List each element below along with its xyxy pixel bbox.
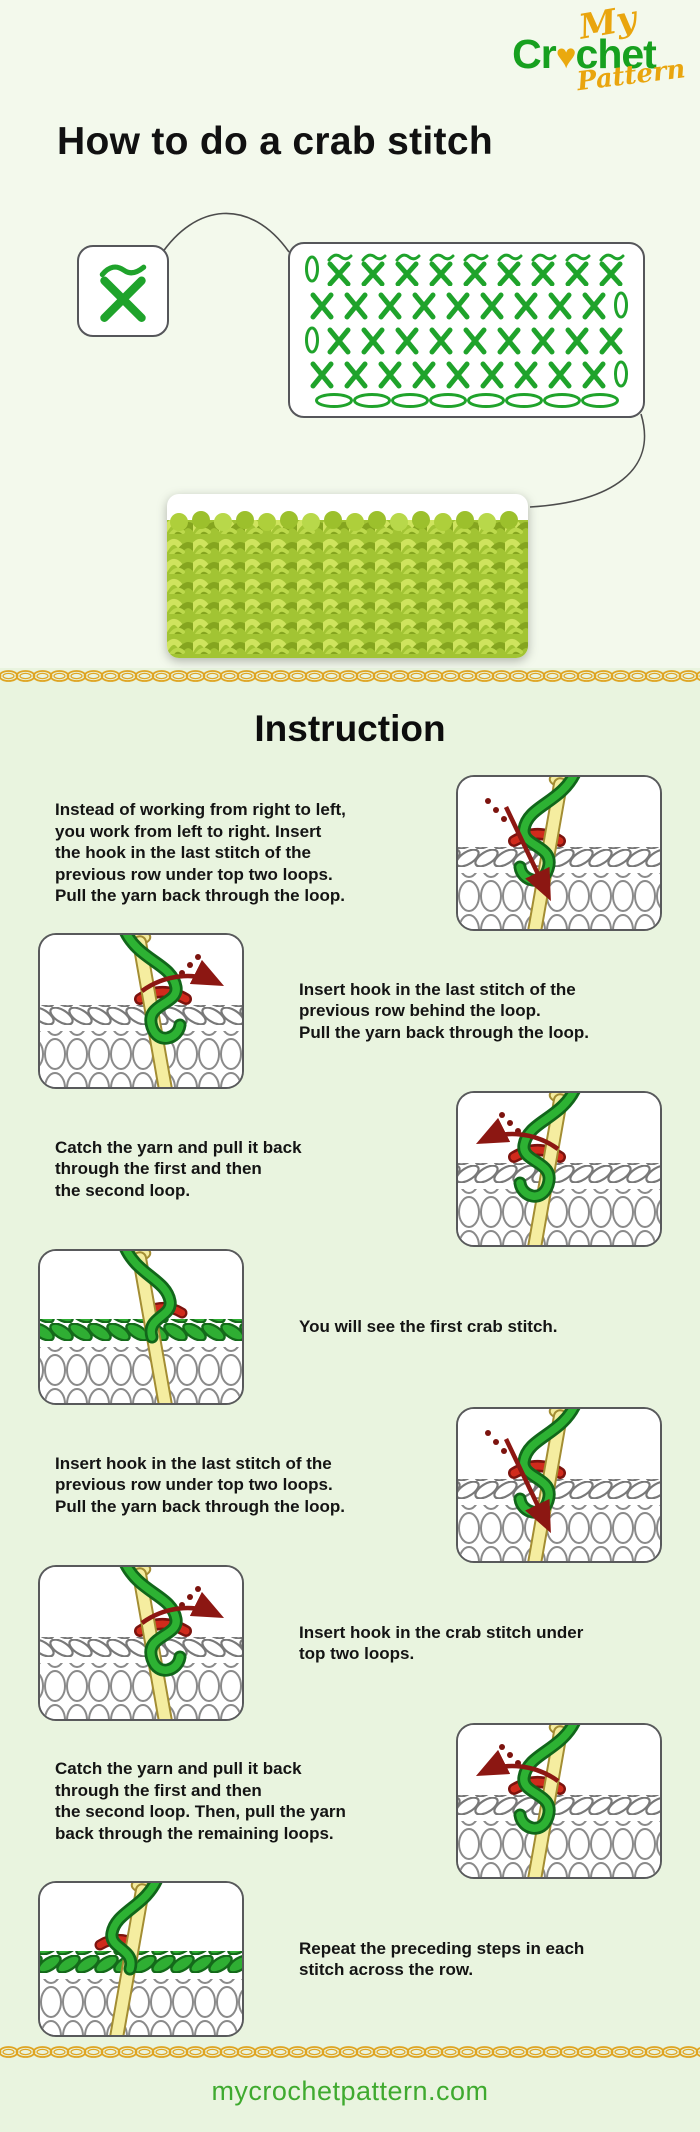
instruction-section-header: Instruction <box>0 684 700 774</box>
chain-divider-icon <box>0 2044 700 2060</box>
step-6-illustration <box>38 1565 244 1721</box>
crab-stitch-symbol-box <box>77 245 169 337</box>
instruction-heading: Instruction <box>254 708 446 749</box>
step-4: You will see the first crab stitch. <box>0 1248 700 1406</box>
step-3-illustration <box>456 1091 662 1247</box>
header-section: My Cr♥chet Pattern How to do a crab stit… <box>0 0 700 668</box>
step-3-text: Catch the yarn and pull it back through … <box>55 1137 302 1200</box>
stitch-chart-row-4 <box>304 359 629 389</box>
crab-stitch-icon <box>99 264 147 322</box>
step-2-illustration <box>38 933 244 1089</box>
step-3: Catch the yarn and pull it back through … <box>0 1090 700 1248</box>
yarn-catch-icon <box>458 1725 660 1877</box>
first-crab-stitch-icon <box>40 1251 242 1403</box>
footer: mycrochetpattern.com <box>0 2044 700 2107</box>
hook-pull-up-icon <box>40 935 242 1087</box>
step-1-text: Instead of working from right to left, y… <box>55 800 346 906</box>
crab-stitch-row-icon <box>40 1883 242 2035</box>
stitch-chart-row-1 <box>304 252 629 286</box>
step-4-text: You will see the first crab stitch. <box>299 1317 558 1337</box>
step-7: Catch the yarn and pull it back through … <box>0 1722 700 1880</box>
step-5-illustration <box>456 1407 662 1563</box>
step-1-illustration <box>456 775 662 931</box>
step-2-text: Insert hook in the last stitch of the pr… <box>299 979 589 1042</box>
step-2: Insert hook in the last stitch of the pr… <box>0 932 700 1090</box>
stitch-chart-row-3 <box>304 325 629 355</box>
step-8-illustration <box>38 1881 244 2037</box>
yarn-catch-icon <box>458 1093 660 1245</box>
instruction-steps: Instead of working from right to left, y… <box>0 774 700 2038</box>
step-7-illustration <box>456 1723 662 1879</box>
step-8-text: Repeat the preceding steps in each stitc… <box>299 1938 585 1980</box>
step-6: Insert hook in the crab stitch under top… <box>0 1564 700 1722</box>
website-link[interactable]: mycrochetpattern.com <box>211 2076 489 2106</box>
step-1: Instead of working from right to left, y… <box>0 774 700 932</box>
site-logo: My Cr♥chet Pattern <box>474 0 694 97</box>
step-4-illustration <box>38 1249 244 1405</box>
stitch-chart-box <box>288 242 645 418</box>
hook-insert-down-icon <box>458 1409 660 1561</box>
chain-divider-icon <box>0 668 700 684</box>
logo-word-my: My <box>575 0 640 48</box>
page-title: How to do a crab stitch <box>57 120 493 164</box>
step-6-text: Insert hook in the crab stitch under top… <box>299 1622 584 1664</box>
step-5: Insert hook in the last stitch of the pr… <box>0 1406 700 1564</box>
stitch-chart-row-5 <box>304 393 629 408</box>
hook-in-crab-stitch-icon <box>40 1567 242 1719</box>
crab-stitch-fabric-photo <box>167 494 528 658</box>
logo-word-crochet: Cr♥chet <box>512 31 657 77</box>
hook-insert-down-icon <box>458 777 660 929</box>
step-5-text: Insert hook in the last stitch of the pr… <box>55 1453 345 1516</box>
yarn-heart-icon: ♥ <box>555 37 577 76</box>
step-8: Repeat the preceding steps in each stitc… <box>0 1880 700 2038</box>
stitch-chart-row-2 <box>304 290 629 320</box>
step-7-text: Catch the yarn and pull it back through … <box>55 1759 346 1843</box>
